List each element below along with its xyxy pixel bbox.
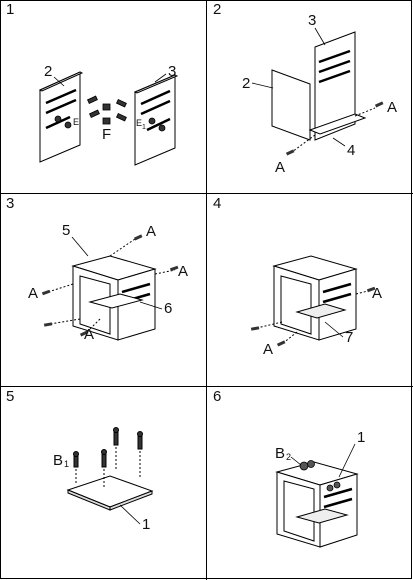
screw-icon [366,286,376,293]
screw-icon [169,265,179,272]
label-screw-a-right: A [387,99,397,116]
label-pin-b-subscript: 1 [64,459,69,469]
drawer-pin-hardware [299,460,341,492]
cam-fitting-icon [64,121,72,129]
step-6-panel: 6 B 2 1 [207,387,413,580]
drawer-rail [140,99,171,116]
label-screw-a-left: A [275,159,285,176]
drawer-rail [146,117,171,132]
label-back-2: 2 [242,75,250,92]
label-cam-e-right: E [136,118,142,128]
bottom-shelf [295,303,347,319]
carcass-right-side [318,268,357,341]
step-6-illustration: B 2 1 [275,429,365,548]
drawer-rail [45,98,77,115]
grid-divider-row-2 [0,386,413,387]
label-screw-a-right: A [372,285,382,302]
screw-icon [43,322,53,327]
step-5-illustration: B 1 1 [53,427,154,533]
label-screw-a-left: A [28,285,38,302]
pin-icon [326,484,334,492]
step-4-number: 4 [213,195,222,212]
grid-divider-vertical [206,0,207,580]
dowel-icon [102,117,111,125]
label-pin-b: B [275,445,285,462]
screw-icon [374,101,384,108]
pin-icon [113,430,119,446]
dowel-icon [88,109,100,119]
label-side-3: 3 [308,12,316,29]
step-4-panel: 4 A 7 A [207,194,413,387]
pin-icon [137,434,143,450]
drawer-front-board [66,475,154,508]
dowel-icon [102,103,111,111]
label-screw-a-bottom: A [263,341,273,358]
label-bottom-4: 4 [347,142,355,159]
step-3-illustration: 5 A A A 6 A [28,222,188,343]
screw-icon [285,149,295,156]
step-1-illustration: 2 3 E E 1 F [38,63,179,166]
pin-icon [333,481,341,489]
drawer-rail [45,88,77,105]
pin-icon [101,452,107,468]
label-screw-a-right: A [178,263,188,280]
step-3-number: 3 [6,195,15,212]
dowel-icon [115,112,127,122]
step-5-number: 5 [6,388,15,405]
carcass-right-side [117,268,156,341]
label-screw-a-bottom: A [84,326,94,343]
pin-icon [299,461,309,471]
step-2-panel: 2 3 2 4 A A [207,0,413,193]
step-1-number: 1 [6,1,15,18]
label-board-1: 1 [142,516,150,533]
cam-fitting-icon [54,115,62,123]
screw-icon [133,234,143,241]
carcass-right-side [319,473,358,548]
screw-icon [276,340,286,347]
label-dowel-f: F [102,126,111,143]
label-pin-b-subscript: 2 [286,452,291,462]
dowel-icon [115,98,127,108]
label-cam-e-subscript: 1 [142,124,146,131]
hardware-group [54,95,166,132]
label-shelf-7: 7 [345,329,353,346]
step-2-number: 2 [213,1,222,18]
screw-icon [79,330,89,337]
label-pin-b: B [53,452,63,469]
label-drawer-1: 1 [357,429,365,446]
drawer-rail [45,115,71,130]
step-3-panel: 3 5 A A A 6 A [0,194,206,387]
step-1-panel: 1 2 3 E [0,0,206,193]
grid-divider-row-1 [0,193,413,194]
dowel-icon [86,95,98,105]
label-panel-3: 3 [168,63,176,80]
step-2-illustration: 3 2 4 A A [242,12,397,176]
label-shelf-6: 6 [164,300,172,317]
pin-icon [307,460,315,468]
screw-icon [41,289,51,296]
label-top-5: 5 [62,222,70,239]
step-6-number: 6 [213,388,222,405]
step-4-illustration: A 7 A [250,255,382,358]
label-cam-e-left: E [73,117,79,127]
label-panel-2: 2 [44,63,52,80]
pin-group [73,427,143,489]
back-panel [271,69,311,141]
screw-icon [250,326,260,331]
bottom-board [308,113,367,135]
cam-fitting-icon [158,124,166,132]
drawer-rail [140,89,171,106]
shelf-board [88,293,144,309]
label-screw-a-top: A [146,223,156,240]
step-5-panel: 5 B 1 1 [0,387,206,580]
cam-fitting-icon [148,117,156,125]
bottom-shelf [295,508,349,524]
